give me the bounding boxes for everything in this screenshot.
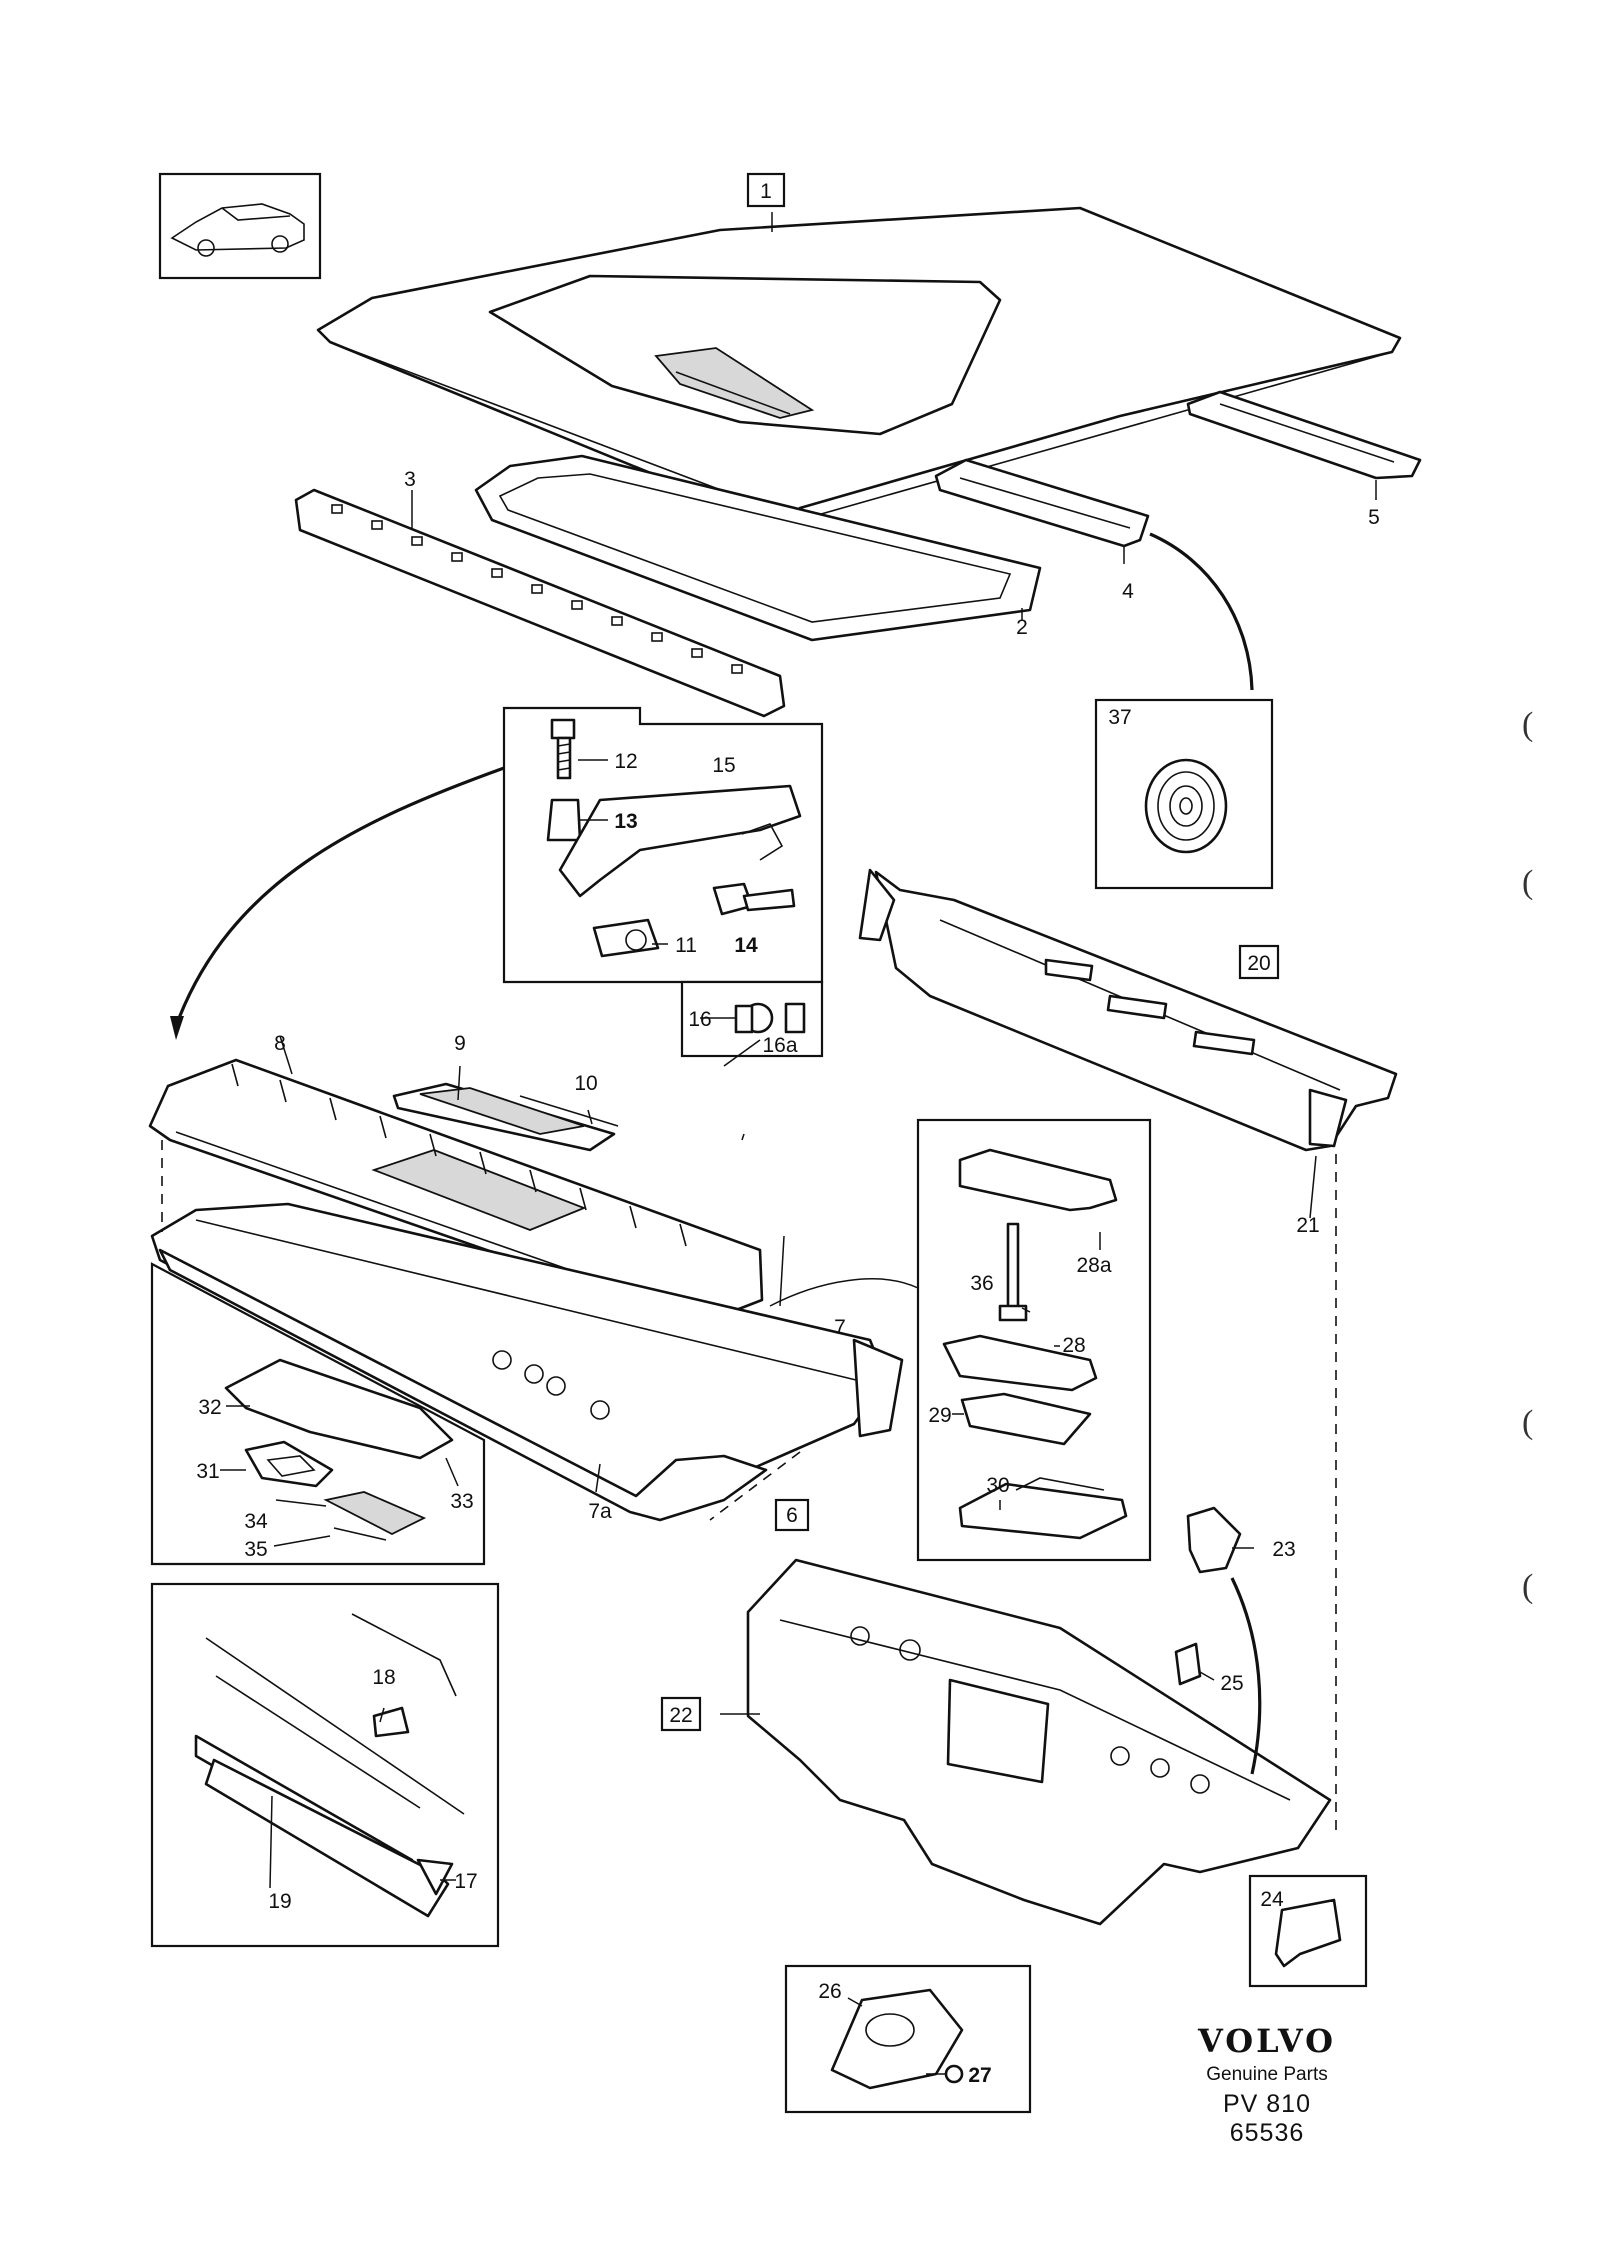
sealant-roll-box [1094, 698, 1274, 890]
plenum-channel [150, 1202, 904, 1512]
callout-box-20 [1238, 944, 1280, 980]
callout-21: 21 [1296, 1214, 1319, 1237]
bracket-26-box [784, 1964, 1032, 2114]
callout-16a: 16a [762, 1034, 797, 1057]
margin-mark: ( [1522, 864, 1534, 901]
diagram-code: PV 810 65536 [1222, 2090, 1311, 2147]
callout-30: 30 [986, 1474, 1009, 1497]
callout-arc-23 [1230, 1577, 1262, 1775]
callout-15: 15 [712, 754, 735, 777]
callout-17: 17 [454, 1870, 477, 1893]
margin-mark: ( [1522, 1568, 1534, 1605]
callout-34: 34 [244, 1510, 268, 1533]
weatherstrip-detail-box [150, 1582, 500, 1948]
arrowhead [170, 1016, 184, 1040]
roof-panel [316, 206, 1402, 528]
callout-37: 37 [1108, 706, 1131, 729]
clip-25 [1174, 1642, 1202, 1686]
callout-7: 7 [834, 1316, 846, 1339]
callout-22: 22 [669, 1704, 692, 1727]
callout-19: 19 [268, 1890, 291, 1913]
callout-11: 11 [675, 934, 697, 957]
leader-lines [220, 212, 1377, 2075]
sunroof-frame [474, 454, 1042, 642]
callout-box-6 [774, 1498, 810, 1532]
mount-detail-box [916, 1118, 1152, 1562]
callout-13: 13 [614, 810, 637, 833]
roof-rail-center [934, 458, 1150, 548]
fastener-detail-box [680, 980, 824, 1058]
margin-mark: ( [1522, 1404, 1534, 1441]
volvo-logo: VOLVO [1198, 2022, 1336, 2060]
margin-mark: ( [1522, 706, 1534, 743]
callout-32: 32 [198, 1396, 221, 1419]
bracket-detail-box [502, 706, 824, 984]
callout-arc-detail-8 [174, 766, 505, 1027]
callout-16: 16 [688, 1008, 711, 1031]
callout-box-22 [660, 1696, 702, 1732]
plenum-lower-flap [158, 1248, 768, 1522]
callout-28a: 28a [1076, 1254, 1111, 1277]
callout-10: 10 [574, 1072, 597, 1095]
callout-box-1 [746, 172, 786, 208]
callout-35: 35 [244, 1538, 267, 1561]
callout-14: 14 [734, 934, 758, 957]
callout-27: 27 [968, 2064, 991, 2087]
callout-28: 28 [1062, 1334, 1085, 1357]
callout-29: 29 [928, 1404, 951, 1427]
callout-24: 24 [1260, 1888, 1284, 1911]
callout-23: 23 [1272, 1538, 1295, 1561]
guide-line-center [709, 1451, 801, 1521]
guide-line-7-box [769, 1278, 919, 1307]
bracket-24-box [1248, 1874, 1368, 1988]
callout-12: 12 [614, 750, 637, 773]
callout-6: 6 [786, 1504, 798, 1527]
callout-3: 3 [404, 468, 416, 491]
firewall-panel [746, 1558, 1332, 1926]
callout-33: 33 [450, 1490, 473, 1513]
callout-26: 26 [818, 1980, 841, 2003]
callout-20: 20 [1247, 952, 1270, 975]
callout-7a: 7a [588, 1500, 612, 1523]
callout-arc-4-37 [1149, 532, 1254, 691]
callout-8: 8 [274, 1032, 286, 1055]
roof-rail-left [294, 488, 786, 718]
roof-crossmember [858, 868, 1398, 1152]
callout-4: 4 [1122, 580, 1134, 603]
car-thumbnail [158, 172, 322, 280]
callout-25: 25 [1220, 1672, 1243, 1695]
callout-31: 31 [196, 1460, 219, 1483]
callout-labels: 1 2 3 4 5 6 7 7a 8 9 10 11 12 13 14 15 1… [196, 172, 1380, 2087]
callout-5: 5 [1368, 506, 1380, 529]
seal-strip [392, 1082, 619, 1152]
callout-1: 1 [760, 180, 772, 203]
callout-9: 9 [454, 1032, 466, 1055]
genuine-parts-text: Genuine Parts [1206, 2064, 1328, 2085]
callout-2: 2 [1016, 616, 1028, 639]
callout-36: 36 [970, 1272, 993, 1295]
roof-rail-right [1186, 390, 1422, 480]
clip-23 [1186, 1506, 1242, 1574]
callout-18: 18 [372, 1666, 395, 1689]
subassembly-detail-box [150, 1262, 486, 1566]
